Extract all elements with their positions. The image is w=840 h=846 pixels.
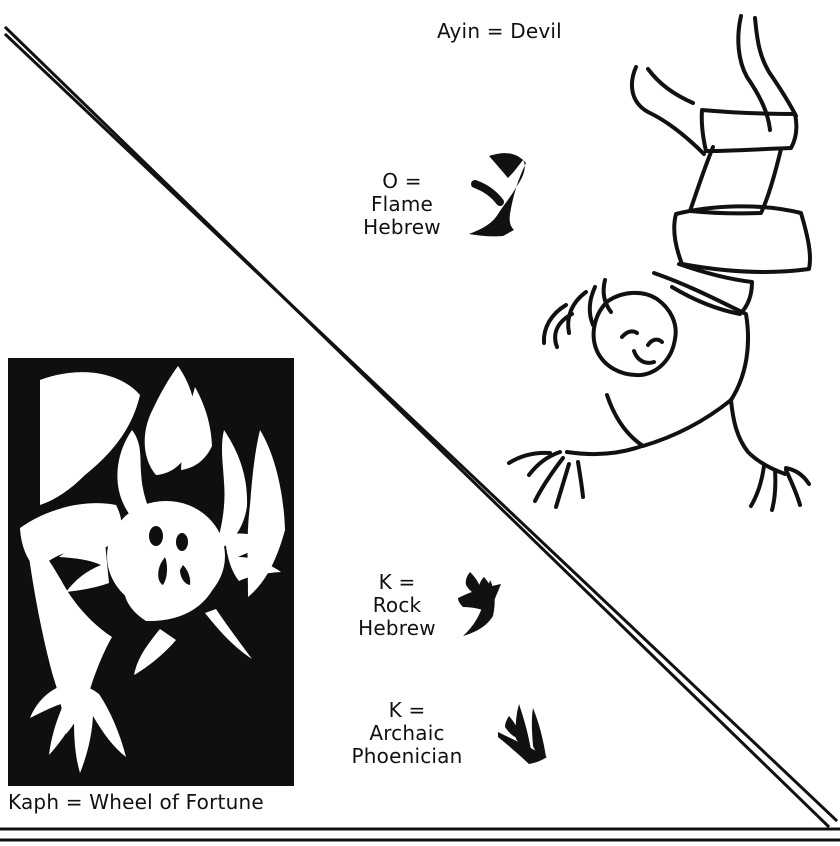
ayin-devil-label: Ayin = Devil <box>437 20 562 43</box>
flame-hebrew-line-3: Hebrew <box>360 216 444 239</box>
flame-hebrew-line-2: Flame <box>360 193 444 216</box>
rock-hebrew-kaph-icon <box>458 572 501 636</box>
rock-hebrew-line-2: Rock <box>354 594 440 617</box>
archaic-phoenician-line-2: Archaic <box>341 722 473 745</box>
archaic-phoenician-line-1: K = <box>341 699 473 722</box>
archaic-phoenician-label: K = Archaic Phoenician <box>341 699 473 768</box>
rock-hebrew-line-1: K = <box>354 571 440 594</box>
rock-hebrew-line-3: Hebrew <box>354 617 440 640</box>
bottom-separator <box>0 829 840 840</box>
flame-hebrew-label: O = Flame Hebrew <box>360 170 444 239</box>
hebrew-ayin-icon <box>469 153 526 236</box>
wheel-of-fortune-card-illustration <box>8 358 294 786</box>
archaic-phoenician-line-3: Phoenician <box>341 745 473 768</box>
archaic-phoenician-kaph-icon <box>498 704 547 764</box>
kaph-wheel-label: Kaph = Wheel of Fortune <box>8 791 264 814</box>
falling-figure-illustration <box>509 16 810 510</box>
flame-hebrew-line-1: O = <box>360 170 444 193</box>
rock-hebrew-label: K = Rock Hebrew <box>354 571 440 640</box>
